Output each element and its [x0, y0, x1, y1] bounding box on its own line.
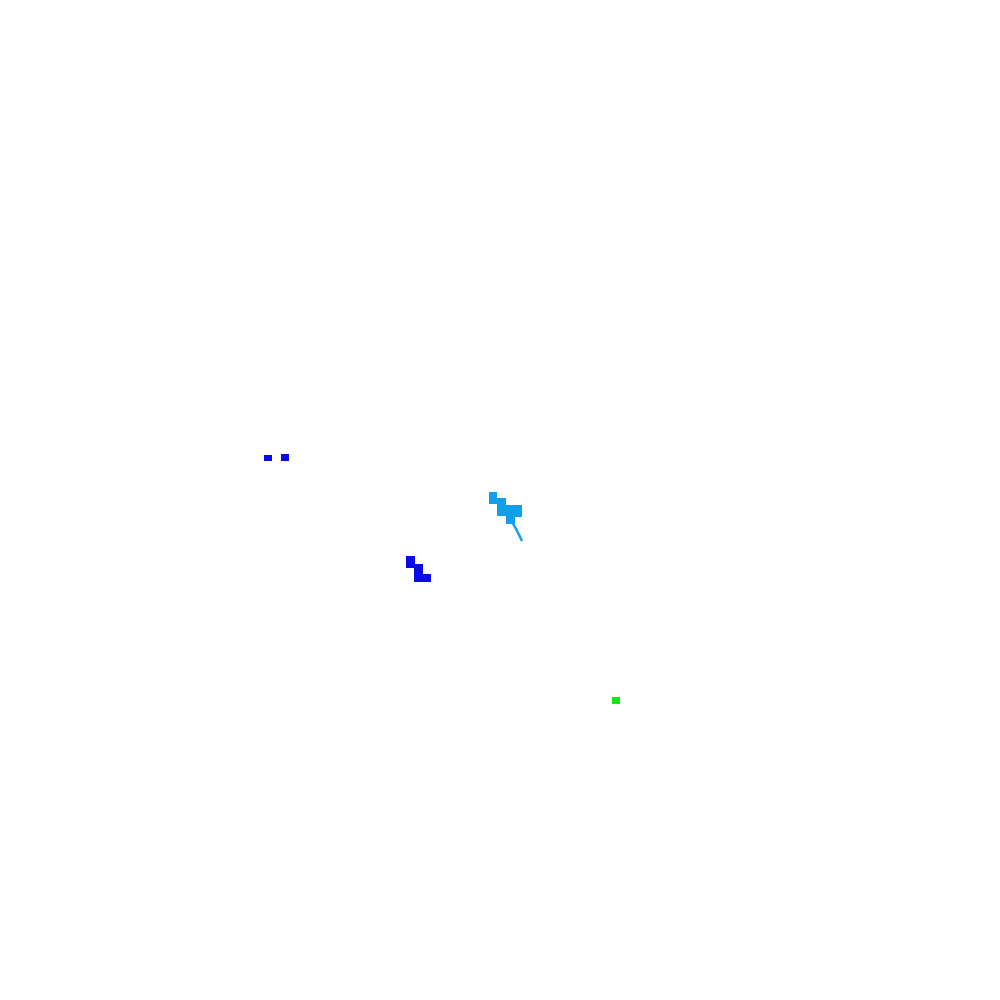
light-blue-creature [489, 492, 524, 542]
creature-tail [510, 521, 524, 542]
creature-block-2 [497, 498, 506, 516]
dark-blue-stair-shape [406, 556, 431, 582]
stair-block-middle [414, 564, 423, 576]
creature-block-1 [489, 492, 497, 504]
stair-block-top [406, 556, 415, 568]
green-pellet [612, 697, 620, 704]
creature-block-3 [506, 505, 522, 517]
dark-blue-block-left [264, 455, 272, 461]
dark-blue-block-right [281, 454, 289, 461]
creature-block-4 [506, 517, 515, 524]
stair-block-bottom [414, 574, 431, 582]
dark-blue-pair [264, 454, 289, 461]
